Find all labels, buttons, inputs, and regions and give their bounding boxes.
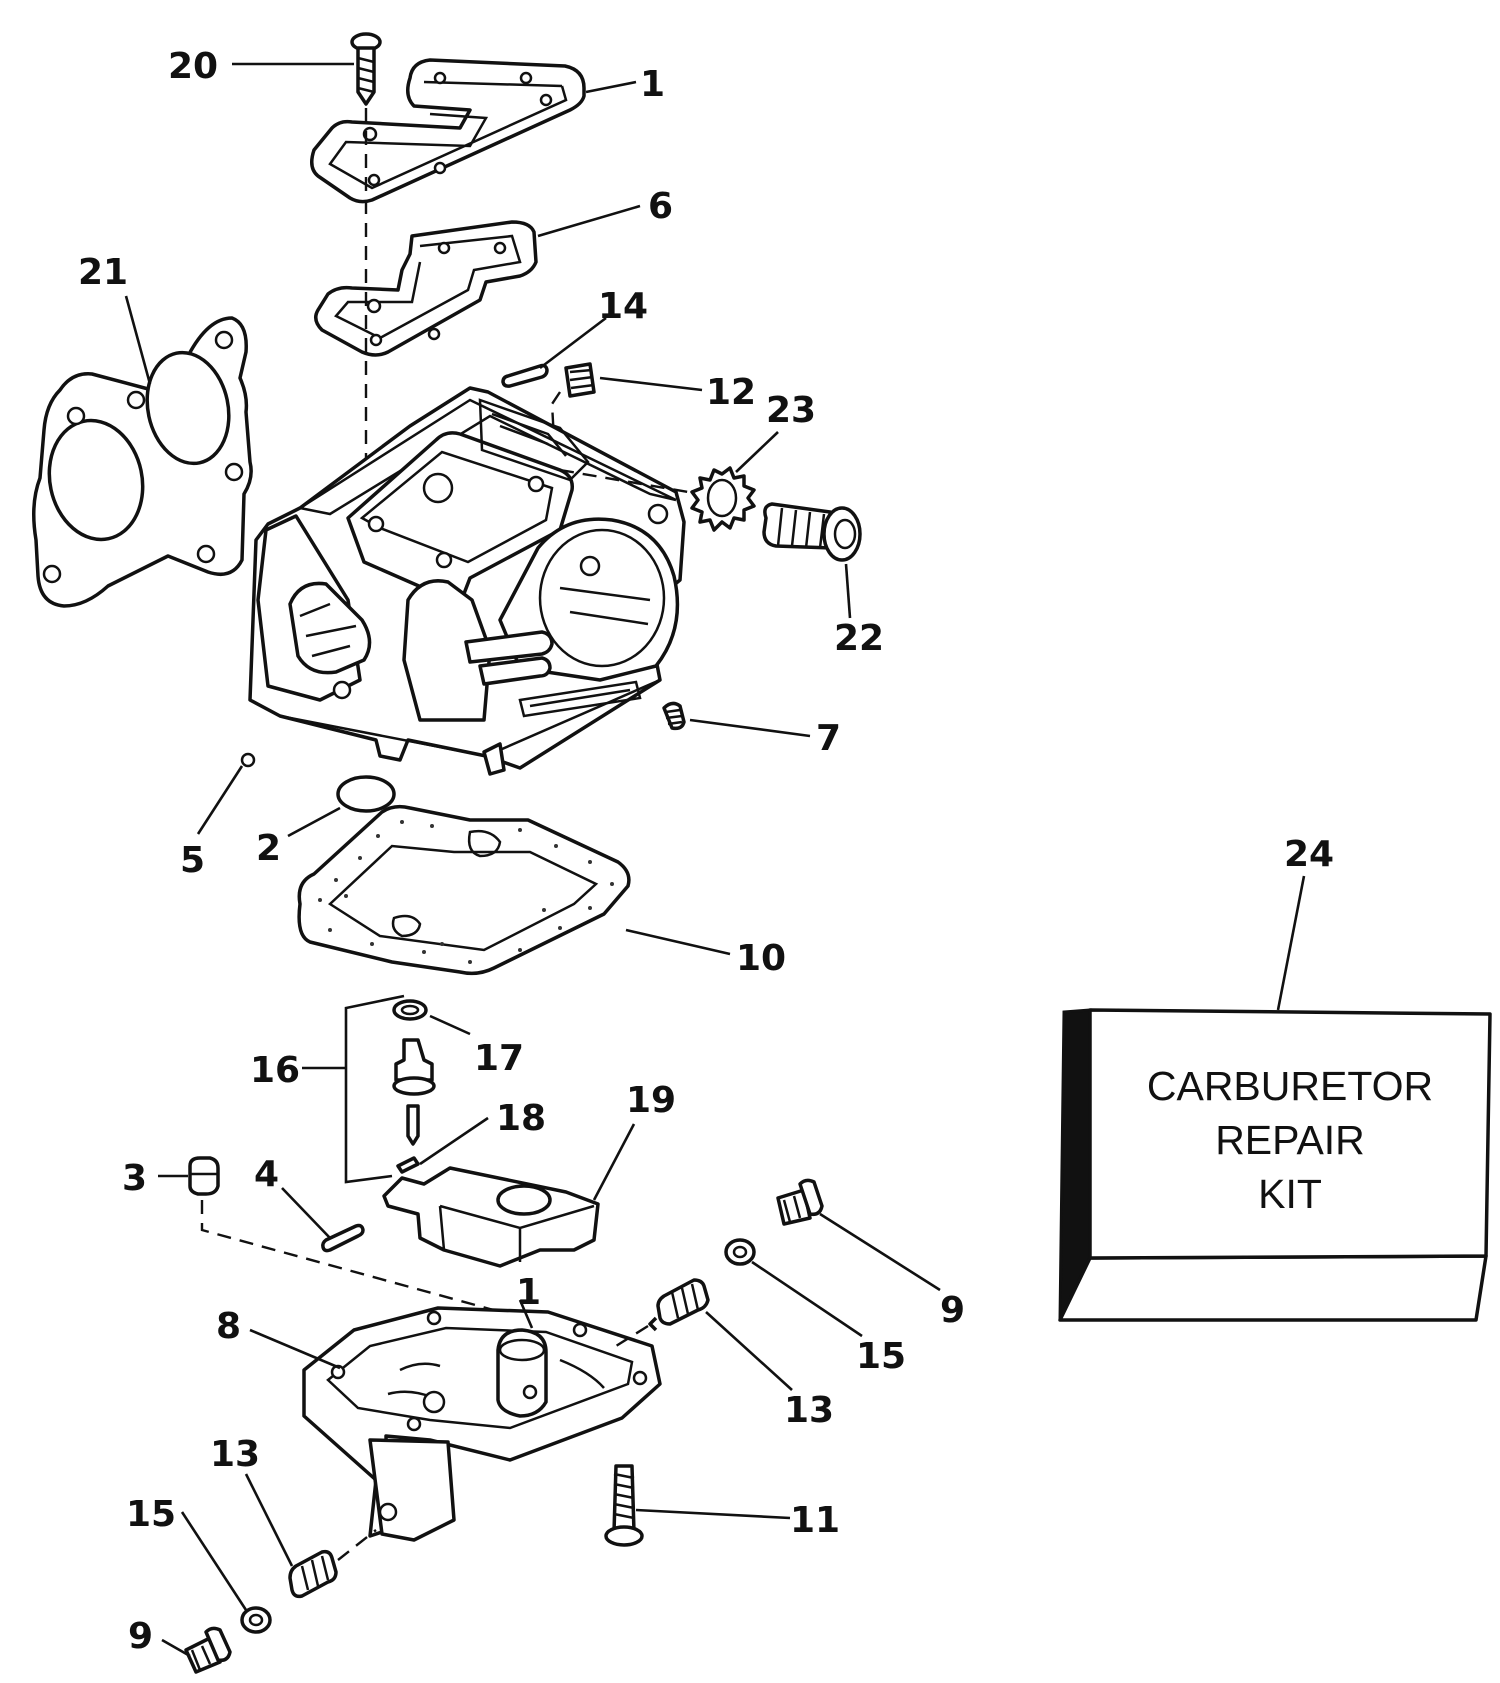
callout-17: 17: [474, 1038, 524, 1079]
callout-23: 23: [766, 390, 816, 431]
part-5-check-ball: [240, 752, 256, 768]
part-4-float-pin: [321, 1223, 365, 1253]
part-15-washer-upper: [724, 1238, 756, 1266]
callout-12: 12: [706, 372, 756, 413]
part-13-jet-upper: [648, 1278, 710, 1332]
part-20-screw: [350, 32, 382, 106]
part-needle: [406, 1104, 420, 1146]
callout-5: 5: [180, 840, 205, 881]
part-11-bowl-screw: [604, 1464, 644, 1547]
part-2-plug: [336, 775, 396, 813]
part-19-float: [382, 1166, 600, 1268]
part-10-bowl-gasket: [297, 804, 631, 976]
callout-16: 16: [250, 1050, 300, 1091]
kit-label-line-3: KIT: [1258, 1171, 1322, 1217]
callout-14: 14: [598, 286, 648, 327]
kit-label-line-2: REPAIR: [1215, 1117, 1365, 1163]
part-15-washer-lower: [240, 1606, 272, 1634]
part-1-cover-plate: [310, 58, 586, 204]
callout-7: 7: [816, 718, 841, 759]
callout-9-upper: 9: [940, 1290, 965, 1331]
callout-1: 1: [640, 64, 665, 105]
callout-19: 19: [626, 1080, 676, 1121]
part-14-pin: [501, 363, 549, 388]
callout-10: 10: [736, 938, 786, 979]
callout-4: 4: [254, 1154, 279, 1195]
callout-11: 11: [790, 1500, 840, 1541]
callout-labels: 20 1 6 21 14 12 23 22 7 5 2 24 10 16 17 …: [78, 46, 1334, 1657]
bracket-16: [344, 994, 405, 1184]
callout-15-lower: 15: [126, 1494, 176, 1535]
part-24-repair-kit-box: CARBURETOR REPAIR KIT: [1058, 1008, 1492, 1322]
part-needle-seat: [392, 1038, 436, 1096]
callout-18: 18: [496, 1098, 546, 1139]
callout-9-lower: 9: [128, 1616, 153, 1657]
part-21-flange-gasket: [32, 316, 253, 608]
callout-20: 20: [168, 46, 218, 87]
part-9-plug-screw-lower: [184, 1626, 232, 1674]
kit-label-line-1: CARBURETOR: [1147, 1063, 1433, 1109]
carburetor-body: [248, 386, 686, 776]
part-12-spring: [564, 362, 596, 398]
callout-1-lower: 1: [516, 1272, 541, 1313]
part-3-main-jet: [188, 1156, 220, 1196]
callout-13-upper: 13: [784, 1390, 834, 1431]
part-6-gasket: [314, 220, 538, 357]
part-23-lock-washer: [690, 466, 756, 532]
callout-3: 3: [122, 1158, 147, 1199]
part-7-small-spring: [662, 701, 686, 731]
callout-2: 2: [256, 828, 281, 869]
leader-lines: [124, 62, 1306, 1658]
callout-24: 24: [1284, 834, 1334, 875]
callout-15-upper: 15: [856, 1336, 906, 1377]
part-18-clip: [396, 1156, 420, 1174]
part-17-washer: [392, 999, 428, 1021]
part-13-jet-lower: [288, 1549, 338, 1599]
callout-13-lower: 13: [210, 1434, 260, 1475]
part-22-socket-bolt: [762, 502, 862, 562]
part-8-float-bowl: [302, 1306, 662, 1542]
callout-8: 8: [216, 1306, 241, 1347]
callout-21: 21: [78, 252, 128, 293]
callout-22: 22: [834, 618, 884, 659]
callout-6: 6: [648, 186, 673, 227]
part-9-plug-screw-upper: [776, 1178, 824, 1226]
